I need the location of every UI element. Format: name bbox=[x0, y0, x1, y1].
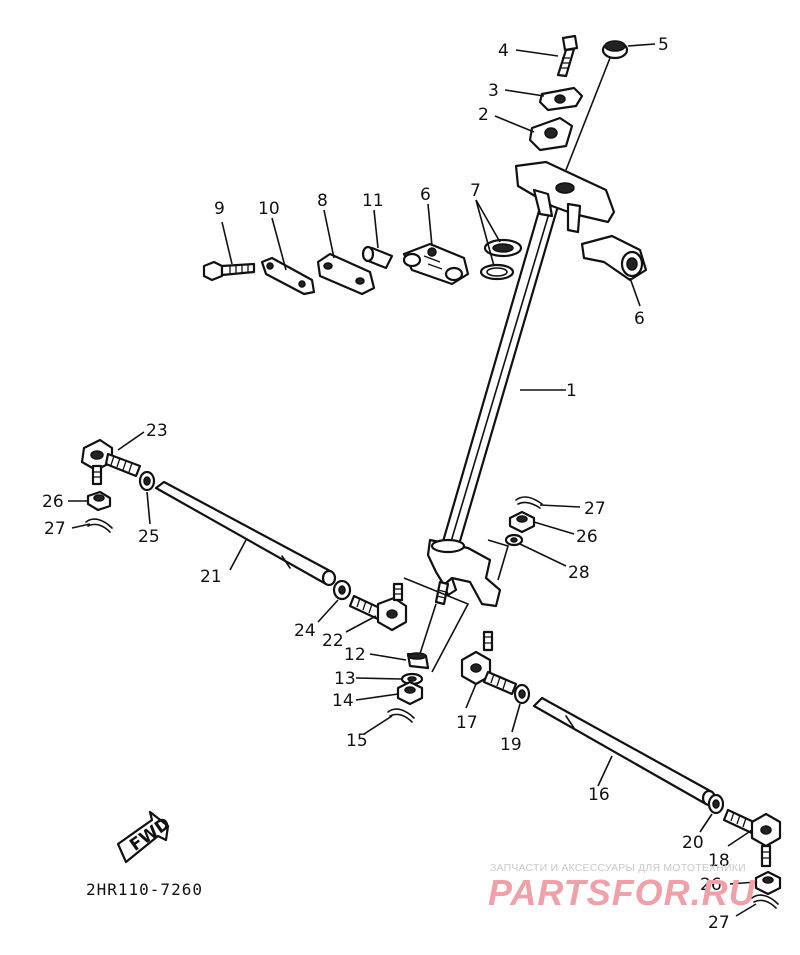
callout-23: 23 bbox=[146, 421, 168, 441]
part-5-cap bbox=[601, 40, 629, 60]
callout-7: 7 bbox=[470, 181, 481, 201]
part-14-nut bbox=[396, 680, 424, 706]
callout-27-a: 27 bbox=[44, 519, 66, 539]
callout-18: 18 bbox=[708, 851, 730, 871]
callout-27-b: 27 bbox=[584, 499, 606, 519]
callout-26-c: 26 bbox=[700, 875, 722, 895]
callout-2: 2 bbox=[478, 105, 489, 125]
guide-line-cap bbox=[565, 57, 611, 171]
callout-4: 4 bbox=[498, 41, 509, 61]
callout-22: 22 bbox=[322, 631, 344, 651]
callout-13: 13 bbox=[334, 669, 356, 689]
callout-15: 15 bbox=[346, 731, 368, 751]
callout-14: 14 bbox=[332, 691, 354, 711]
part-10-lock-plate bbox=[260, 256, 316, 296]
callout-12: 12 bbox=[344, 645, 366, 665]
callout-leaders bbox=[68, 43, 757, 917]
part-18-tie-rod-end bbox=[722, 808, 782, 868]
part-22-tie-rod-end bbox=[348, 582, 408, 632]
fwd-arrow-icon: FWD bbox=[116, 810, 174, 864]
assembly-guide-lines bbox=[403, 539, 509, 673]
callout-26-b: 26 bbox=[576, 527, 598, 547]
part-6-holder-left bbox=[402, 242, 470, 286]
callout-28: 28 bbox=[568, 563, 590, 583]
part-26-nut-c bbox=[754, 870, 782, 896]
part-8-plate bbox=[316, 252, 376, 296]
part-4-bolt bbox=[556, 34, 579, 78]
part-11-collar bbox=[361, 245, 394, 270]
part-27-cotter-pin-b bbox=[515, 496, 543, 509]
callout-16: 16 bbox=[588, 785, 610, 805]
part-6-holder-right bbox=[580, 234, 648, 282]
callout-numbers: 4 5 3 2 9 10 8 11 6 7 6 1 23 26 27 25 21… bbox=[42, 35, 730, 933]
callout-3: 3 bbox=[488, 81, 499, 101]
part-25-nut-left bbox=[138, 470, 156, 492]
part-27-cotter-pin-c bbox=[751, 894, 779, 909]
callout-24: 24 bbox=[294, 621, 316, 641]
part-20-nut bbox=[707, 793, 725, 815]
part-16-tie-rod-right bbox=[532, 696, 717, 807]
drawing-code: 2HR110-7260 bbox=[86, 880, 203, 899]
part-1-steering-shaft bbox=[426, 178, 567, 608]
part-2-collar bbox=[528, 116, 574, 152]
callout-20: 20 bbox=[682, 833, 704, 853]
part-9-bolt bbox=[202, 260, 256, 282]
callout-6-left: 6 bbox=[420, 185, 431, 205]
callout-8: 8 bbox=[317, 191, 328, 211]
callout-10: 10 bbox=[258, 199, 280, 219]
callout-25: 25 bbox=[138, 527, 160, 547]
callout-27-c: 27 bbox=[708, 913, 730, 933]
callout-17: 17 bbox=[456, 713, 478, 733]
watermark-caption: ЗАПЧАСТИ И АКСЕССУАРЫ ДЛЯ МОТОТЕХНИКИ bbox=[490, 862, 746, 874]
part-26-nut-a bbox=[86, 490, 112, 512]
callout-6-right: 6 bbox=[634, 309, 645, 329]
steering-shaft-upper-plate bbox=[514, 160, 616, 234]
part-17-tie-rod-end bbox=[460, 630, 518, 696]
callout-26-a: 26 bbox=[42, 492, 64, 512]
callout-9: 9 bbox=[214, 199, 225, 219]
part-12-collar bbox=[406, 652, 430, 670]
part-7-bushings bbox=[479, 238, 523, 281]
callout-11: 11 bbox=[362, 191, 384, 211]
part-3-clamp bbox=[538, 86, 584, 112]
part-28-washer bbox=[504, 533, 524, 547]
callout-5: 5 bbox=[658, 35, 669, 55]
callout-19: 19 bbox=[500, 735, 522, 755]
watermark-brand-logo: PARTSFOR.RU bbox=[488, 872, 756, 913]
part-24-nut bbox=[332, 579, 352, 601]
part-23-tie-rod-end-left bbox=[80, 438, 142, 486]
part-21-tie-rod-left bbox=[154, 480, 337, 587]
part-19-nut bbox=[513, 683, 531, 705]
part-15-cotter-pin bbox=[387, 708, 415, 723]
part-27-cotter-pin-a bbox=[85, 518, 113, 533]
callout-21: 21 bbox=[200, 567, 222, 587]
part-26-nut-b bbox=[508, 510, 536, 534]
callout-1: 1 bbox=[566, 381, 577, 401]
